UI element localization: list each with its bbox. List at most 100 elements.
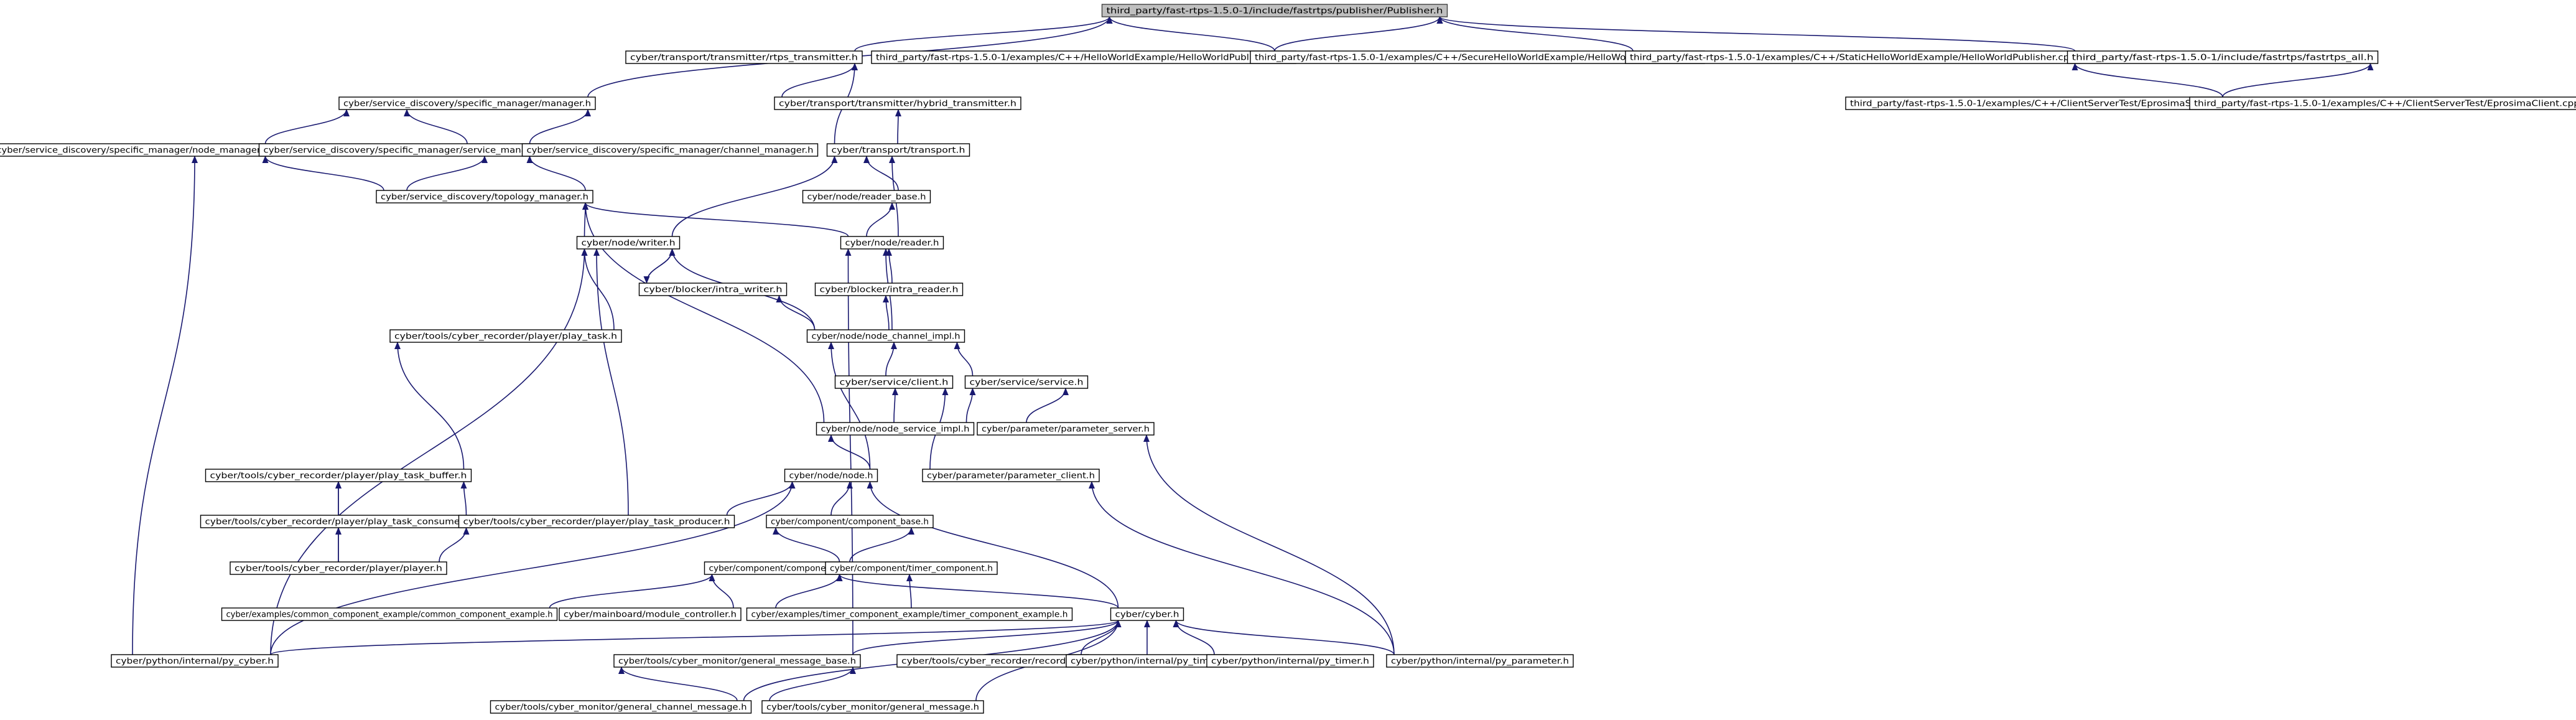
node-box <box>576 236 681 250</box>
edge-node-service-impl-to-client <box>891 388 898 423</box>
node-box <box>922 469 1100 482</box>
node-label: cyber/node/reader.h <box>845 239 939 248</box>
edge-channel-manager-to-specific-manager <box>529 109 591 144</box>
node-label: cyber/tools/cyber_recorder/player/play_t… <box>394 332 617 342</box>
node-topology-manager[interactable]: cyber/service_discovery/topology_manager… <box>376 190 593 203</box>
node-label: third_party/fast-rtps-1.5.0-1/include/fa… <box>1107 7 1443 16</box>
edge-secure-pub-to-publisher <box>1274 16 1443 52</box>
node-hybrid-transmitter[interactable]: cyber/transport/transmitter/hybrid_trans… <box>774 96 1021 110</box>
node-label: cyber/service/client.h <box>840 378 949 388</box>
node-secure-pub[interactable]: third_party/fast-rtps-1.5.0-1/examples/C… <box>1250 50 1705 64</box>
node-writer[interactable]: cyber/node/writer.h <box>576 236 681 250</box>
edge-py-cyber-to-cyber <box>270 620 1121 655</box>
node-play-task-buffer[interactable]: cyber/tools/cyber_recorder/player/play_t… <box>205 469 472 482</box>
edge-py-parameter-to-parameter-client <box>1089 481 1395 655</box>
node-box <box>840 236 944 250</box>
edge-parameter-server-to-service <box>1026 388 1069 423</box>
node-py-parameter[interactable]: cyber/python/internal/py_parameter.h <box>1386 654 1574 668</box>
edge-py-timer-to-cyber <box>1173 620 1215 655</box>
edge-component-base-to-node <box>830 481 853 516</box>
node-publisher[interactable]: third_party/fast-rtps-1.5.0-1/include/fa… <box>1101 4 1448 17</box>
node-specific-manager[interactable]: cyber/service_discovery/specific_manager… <box>338 96 596 110</box>
node-node-manager[interactable]: cyber/service_discovery/specific_manager… <box>0 143 274 157</box>
edge-service-manager-to-specific-manager <box>404 109 468 144</box>
node-play-task-producer[interactable]: cyber/tools/cyber_recorder/player/play_t… <box>458 515 735 528</box>
node-service[interactable]: cyber/service/service.h <box>964 375 1089 389</box>
edge-node-channel-impl-to-intra-writer <box>776 295 816 330</box>
edge-topology-manager-to-channel-manager <box>526 156 586 191</box>
node-label: cyber/transport/transport.h <box>832 146 965 156</box>
edge-reader-base-to-transport <box>863 156 899 191</box>
node-label: cyber/python/internal/py_timer.h <box>1211 657 1369 666</box>
node-py-cyber[interactable]: cyber/python/internal/py_cyber.h <box>111 654 279 668</box>
node-timer-component-example[interactable]: cyber/examples/timer_component_example/t… <box>746 607 1073 621</box>
node-label: cyber/tools/cyber_monitor/general_messag… <box>766 703 979 713</box>
node-label: cyber/parameter/parameter_client.h <box>927 472 1095 481</box>
node-label: cyber/cyber.h <box>1115 610 1179 620</box>
node-client[interactable]: cyber/service/client.h <box>834 375 954 389</box>
node-general-message[interactable]: cyber/tools/cyber_monitor/general_messag… <box>761 700 984 714</box>
node-intra-reader[interactable]: cyber/blocker/intra_reader.h <box>814 283 964 296</box>
node-node-channel-impl[interactable]: cyber/node/node_channel_impl.h <box>806 329 965 343</box>
edge-fastrtps-all-to-publisher <box>1436 16 2076 52</box>
node-label: cyber/tools/cyber_recorder/player/play_t… <box>210 472 467 481</box>
node-play-task[interactable]: cyber/tools/cyber_recorder/player/play_t… <box>389 329 622 343</box>
node-intra-writer[interactable]: cyber/blocker/intra_writer.h <box>638 283 788 296</box>
node-channel-manager[interactable]: cyber/service_discovery/specific_manager… <box>521 143 819 157</box>
node-module-controller[interactable]: cyber/mainboard/module_controller.h <box>559 607 742 621</box>
node-reader-base[interactable]: cyber/node/reader_base.h <box>802 190 931 203</box>
node-common-component-example[interactable]: cyber/examples/common_component_example/… <box>221 607 558 621</box>
node-label: cyber/python/internal/py_time.h <box>1071 657 1224 666</box>
node-transport[interactable]: cyber/transport/transport.h <box>826 143 970 157</box>
node-eprosima-client[interactable]: third_party/fast-rtps-1.5.0-1/examples/C… <box>2189 96 2576 110</box>
node-label: cyber/service_discovery/specific_manager… <box>343 100 591 109</box>
node-service-manager[interactable]: cyber/service_discovery/specific_manager… <box>258 143 556 157</box>
node-box <box>806 329 965 343</box>
edge-play-task-producer-to-node <box>726 481 796 516</box>
node-rtps-transmitter[interactable]: cyber/transport/transmitter/rtps_transmi… <box>625 50 863 64</box>
node-py-time[interactable]: cyber/python/internal/py_time.h <box>1066 654 1229 668</box>
node-label: cyber/node/writer.h <box>582 239 676 248</box>
node-box <box>221 607 558 621</box>
node-box <box>625 50 863 64</box>
node-reader[interactable]: cyber/node/reader.h <box>840 236 944 250</box>
node-box <box>613 654 861 668</box>
node-label: cyber/node/node_channel_impl.h <box>812 332 960 342</box>
node-box <box>1101 4 1448 17</box>
node-label: cyber/tools/cyber_monitor/general_messag… <box>618 657 856 666</box>
node-eprosima-server[interactable]: third_party/fast-rtps-1.5.0-1/examples/C… <box>1845 96 2241 110</box>
node-label: cyber/node/reader_base.h <box>807 193 926 202</box>
node-cyber[interactable]: cyber/cyber.h <box>1110 607 1184 621</box>
node-recorder[interactable]: cyber/tools/cyber_recorder/recorder.h <box>896 654 1089 668</box>
node-parameter-client[interactable]: cyber/parameter/parameter_client.h <box>922 469 1100 482</box>
node-label: cyber/parameter/parameter_server.h <box>982 425 1150 434</box>
node-component-base[interactable]: cyber/component/component_base.h <box>766 515 934 528</box>
edge-common-component-example-to-component <box>549 574 715 609</box>
node-static-pub[interactable]: third_party/fast-rtps-1.5.0-1/examples/C… <box>1625 50 2080 64</box>
node-node[interactable]: cyber/node/node.h <box>784 469 878 482</box>
edge-play-task-buffer-to-play-task <box>394 342 465 470</box>
node-box <box>205 469 472 482</box>
node-fastrtps-all[interactable]: third_party/fast-rtps-1.5.0-1/include/fa… <box>2067 50 2379 64</box>
node-py-timer[interactable]: cyber/python/internal/py_timer.h <box>1206 654 1374 668</box>
node-box <box>1206 654 1374 668</box>
node-general-message-base[interactable]: cyber/tools/cyber_monitor/general_messag… <box>613 654 861 668</box>
edge-player-to-play-task-producer <box>439 527 470 563</box>
edge-general-channel-message-to-general-message-base <box>618 666 738 701</box>
node-box <box>834 375 954 389</box>
node-parameter-server[interactable]: cyber/parameter/parameter_server.h <box>977 422 1155 436</box>
node-label: third_party/fast-rtps-1.5.0-1/examples/C… <box>1630 54 2075 63</box>
node-play-task-consumer[interactable]: cyber/tools/cyber_recorder/player/play_t… <box>200 515 477 528</box>
node-hw-pub[interactable]: third_party/fast-rtps-1.5.0-1/examples/C… <box>871 50 1296 64</box>
node-box <box>490 700 752 714</box>
node-box <box>376 190 593 203</box>
edge-cyber-to-node <box>867 481 1119 609</box>
node-player[interactable]: cyber/tools/cyber_recorder/player/player… <box>230 561 447 575</box>
node-general-channel-message[interactable]: cyber/tools/cyber_monitor/general_channe… <box>490 700 752 714</box>
edge-py-parameter-to-cyber <box>1173 620 1395 655</box>
nodes-layer: third_party/fast-rtps-1.5.0-1/include/fa… <box>0 4 2576 714</box>
node-box <box>816 422 975 436</box>
node-component[interactable]: cyber/component/component.h <box>704 561 848 575</box>
node-node-service-impl[interactable]: cyber/node/node_service_impl.h <box>816 422 975 436</box>
node-timer-component[interactable]: cyber/component/timer_component.h <box>825 561 998 575</box>
